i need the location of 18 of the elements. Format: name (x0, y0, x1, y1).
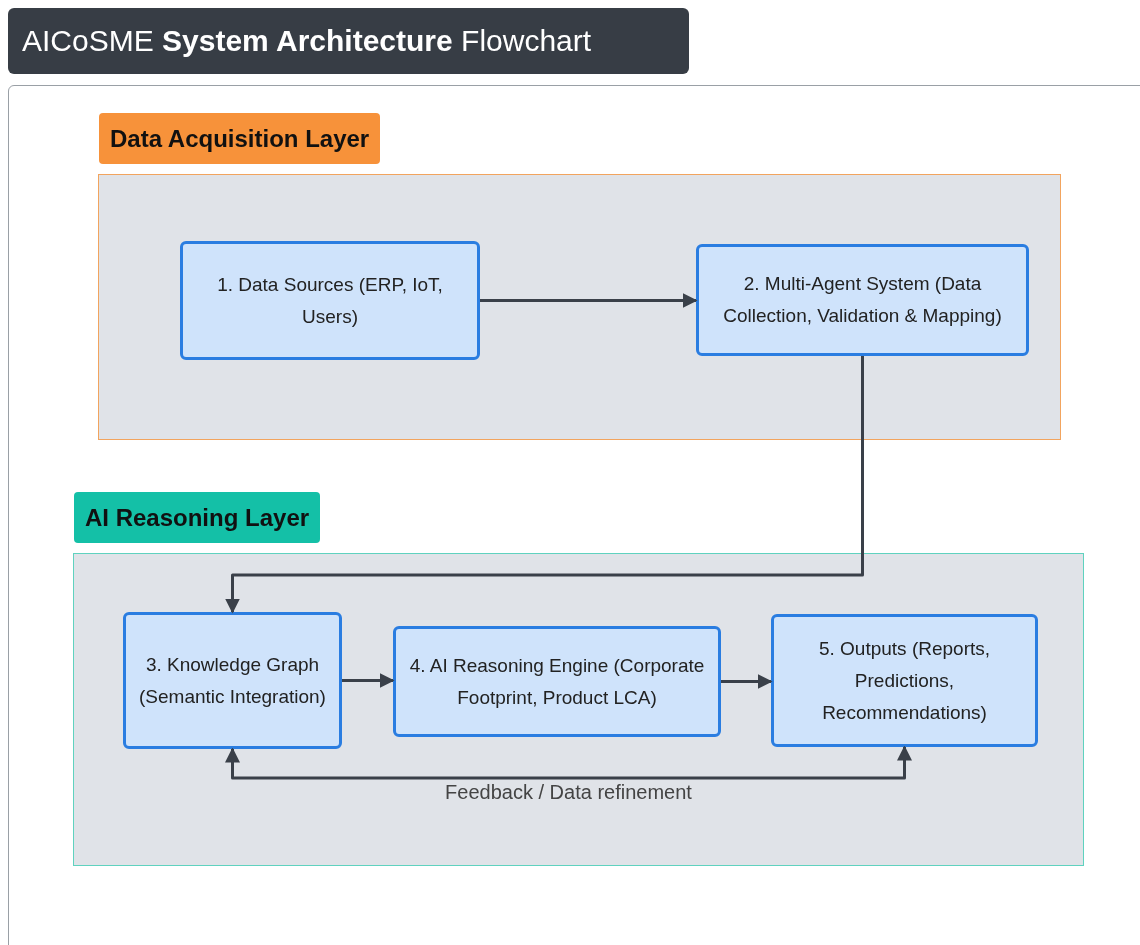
node-label: 4. AI Reasoning Engine (Corporate Footprint, Product LCA) (408, 653, 706, 710)
title-banner: AICoSME System Architecture Flowchart (8, 8, 689, 74)
node-label: 1. Data Sources (ERP, IoT, Users) (216, 272, 444, 329)
process-box (696, 244, 1029, 356)
arrow (225, 745, 912, 780)
node-label: 2. Multi-Agent System (Data Collection, Validation & Mapping) (722, 272, 1003, 328)
node-label: 5. Outputs (Reports, Predictions, Recommendations) (817, 636, 992, 725)
process-box (393, 626, 721, 737)
layer-heading: AI Reasoning Layer (74, 492, 321, 543)
process-box (123, 612, 342, 749)
layer-heading: Data Acquisition Layer (99, 113, 381, 164)
arrow (480, 293, 698, 308)
arrow (342, 673, 395, 688)
process-box (771, 614, 1038, 747)
arrow (721, 674, 773, 689)
arrow (225, 356, 864, 614)
process-box (180, 241, 480, 360)
node-label: 3. Knowledge Graph (Semantic Integration) (138, 652, 327, 709)
